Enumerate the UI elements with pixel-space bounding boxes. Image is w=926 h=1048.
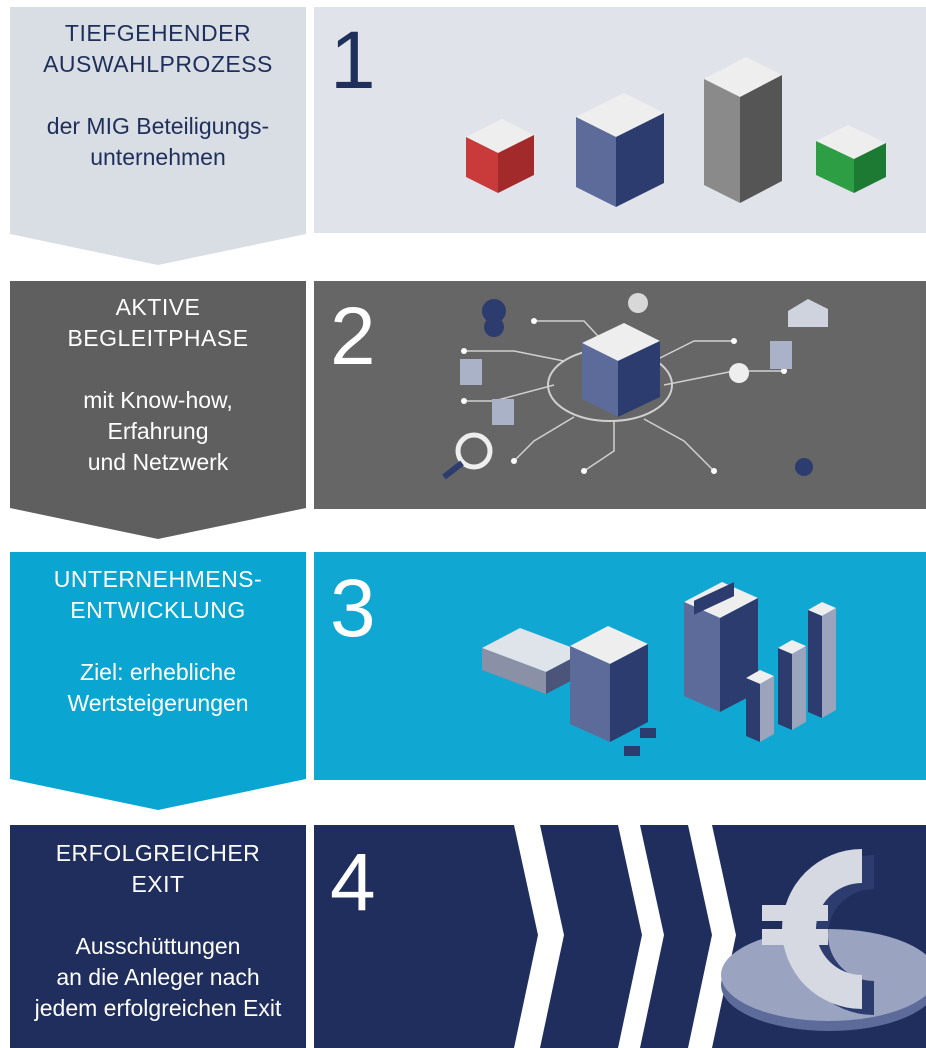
stage-3-subtitle: Ziel: erhebliche Wertsteigerungen — [67, 659, 249, 716]
stage-4-arrow — [10, 825, 306, 1048]
stage-2-title: AKTIVE BEGLEITPHASE — [67, 294, 249, 351]
network-icon — [442, 293, 828, 480]
stage-4-number: 4 — [330, 837, 376, 928]
euro-icon — [514, 825, 926, 1048]
buildings-icon — [466, 57, 886, 207]
stage-2-arrow — [10, 281, 306, 539]
stage-1-subtitle: der MIG Beteiligungs- unternehmen — [46, 113, 270, 170]
stage-3-arrow — [10, 552, 306, 810]
stage-2-text: AKTIVE BEGLEITPHASE mit Know-how, Erfahr… — [10, 292, 306, 478]
stage-1-arrow — [10, 7, 306, 265]
growth-icon — [482, 582, 836, 756]
stage-4-text: ERFOLGREICHER EXIT Ausschüttungen an die… — [10, 838, 306, 1024]
stage-4-subtitle: Ausschüttungen an die Anleger nach jedem… — [34, 933, 282, 1021]
stage-1-title: TIEFGEHENDER AUSWAHLPROZESS — [43, 20, 273, 77]
stage-2-subtitle: mit Know-how, Erfahrung und Netzwerk — [83, 387, 233, 475]
stage-3-text: UNTERNEHMENS- ENTWICKLUNG Ziel: erheblic… — [10, 564, 306, 719]
stage-3-number: 3 — [330, 563, 376, 654]
stage-4-panel — [314, 825, 926, 1048]
stage-2-panel — [314, 281, 926, 509]
stage-3-title: UNTERNEHMENS- ENTWICKLUNG — [53, 566, 263, 623]
stage-2-number: 2 — [330, 291, 376, 382]
stage-1-panel — [314, 7, 926, 233]
stage-4-title: ERFOLGREICHER EXIT — [55, 840, 261, 897]
stage-1-text: TIEFGEHENDER AUSWAHLPROZESS der MIG Bete… — [10, 18, 306, 173]
stage-1-number: 1 — [330, 15, 376, 106]
stage-3-panel — [314, 552, 926, 780]
